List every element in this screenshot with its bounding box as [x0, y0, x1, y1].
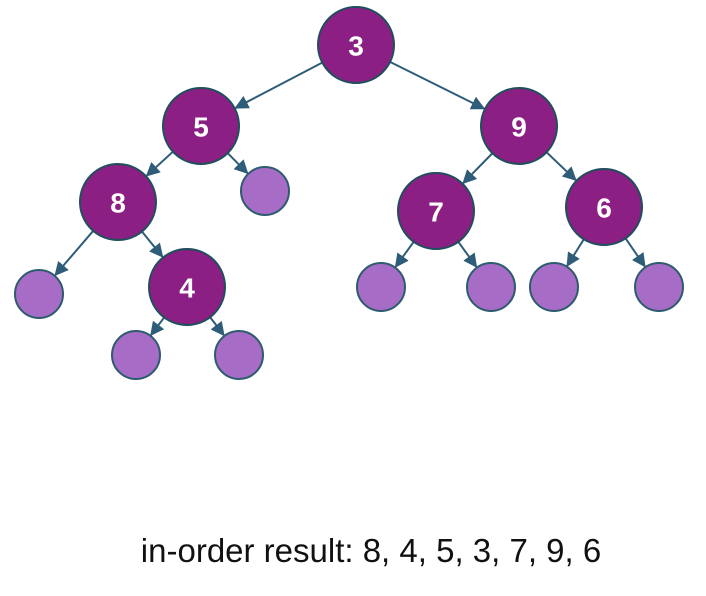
edge-n6-to-n6l	[566, 236, 586, 267]
edge-n8-to-n8l	[54, 228, 96, 277]
node-circle	[480, 87, 558, 165]
null-node-n4l	[111, 330, 161, 380]
edge-n9-to-n6	[544, 150, 577, 182]
edge-n7-to-n7l	[394, 239, 416, 268]
tree-node-5: 5	[162, 87, 240, 165]
null-node-n4r	[214, 330, 264, 380]
node-label: 7	[428, 197, 444, 228]
edge-n8-to-n4	[139, 229, 164, 258]
node-label: 4	[179, 273, 195, 304]
tree-node-4: 4	[148, 248, 226, 326]
edge-n3-to-n5	[234, 60, 325, 109]
edge-n9-to-n7	[462, 151, 495, 185]
null-node-circle	[634, 262, 684, 312]
tree-node-9: 9	[480, 87, 558, 165]
node-label: 6	[596, 193, 612, 224]
null-node-n5r	[240, 166, 290, 216]
node-circle	[162, 87, 240, 165]
edge-n4-to-n4l	[150, 315, 167, 337]
tree-node-3: 3	[317, 6, 395, 84]
null-node-circle	[111, 330, 161, 380]
null-node-circle	[14, 269, 64, 319]
edge-n4-to-n4r	[208, 314, 225, 337]
edge-n7-to-n7r	[456, 239, 478, 268]
node-label: 9	[511, 112, 527, 143]
nodes-layer: 3 5 9 8 7 6 4	[14, 6, 684, 380]
edge-n6-to-n6r	[623, 236, 646, 268]
tree-node-8: 8	[79, 163, 157, 241]
tree-node-6: 6	[565, 168, 643, 246]
null-node-n8l	[14, 269, 64, 319]
node-label: 3	[348, 31, 364, 62]
node-label: 5	[193, 112, 209, 143]
edges-layer	[54, 60, 646, 337]
node-circle	[148, 248, 226, 326]
tree-node-7: 7	[397, 172, 475, 250]
null-node-n7r	[466, 262, 516, 312]
null-node-n7l	[356, 262, 406, 312]
node-circle	[565, 168, 643, 246]
node-circle	[397, 172, 475, 250]
edge-n5-to-n8	[145, 149, 176, 177]
in-order-result-caption: in-order result: 8, 4, 5, 3, 7, 9, 6	[140, 532, 602, 569]
null-node-circle	[214, 330, 264, 380]
null-node-circle	[466, 262, 516, 312]
null-node-circle	[240, 166, 290, 216]
null-node-circle	[356, 262, 406, 312]
null-node-n6r	[634, 262, 684, 312]
node-circle	[79, 163, 157, 241]
node-label: 8	[110, 188, 126, 219]
edge-n5-to-n5r	[225, 150, 249, 175]
null-node-n6l	[529, 262, 579, 312]
edge-n3-to-n9	[387, 60, 486, 110]
null-node-circle	[529, 262, 579, 312]
node-circle	[317, 6, 395, 84]
